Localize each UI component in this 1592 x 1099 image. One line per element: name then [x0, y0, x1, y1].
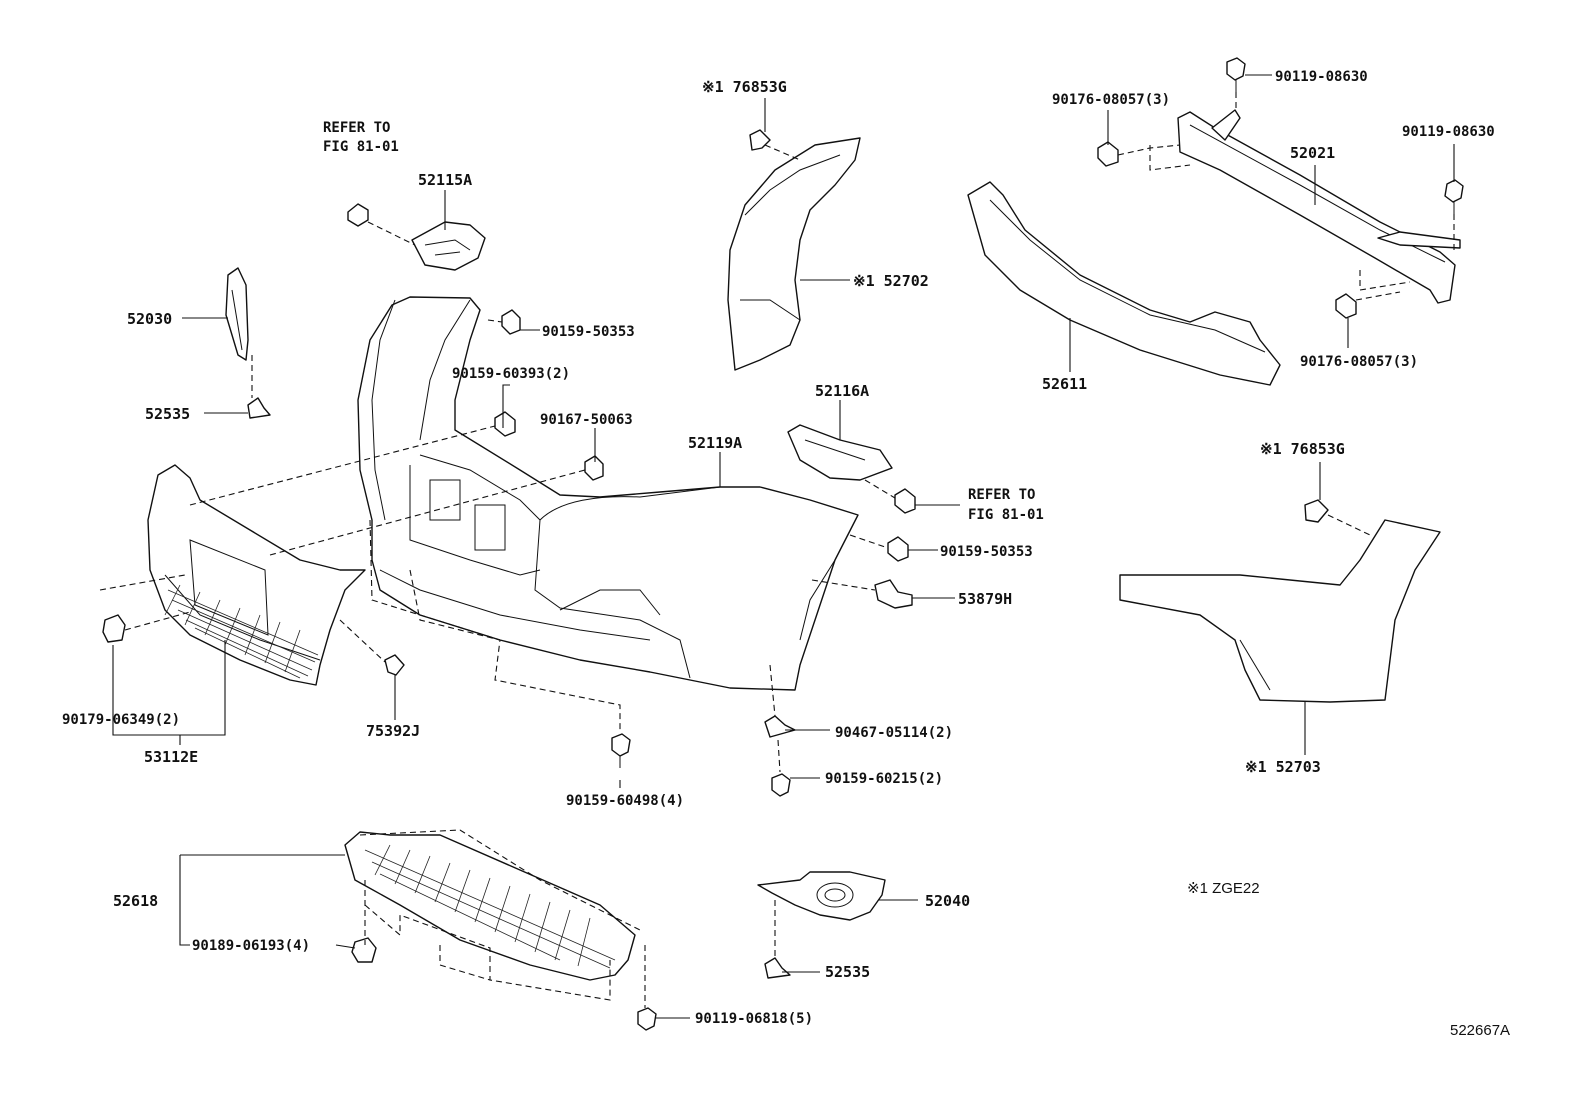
- label-fig-mid: FIG 81-01: [968, 507, 1044, 523]
- label-90159-50353-mid: 90159-50353: [940, 544, 1033, 560]
- label-75392J: 75392J: [366, 722, 420, 740]
- nut-icon: [351, 937, 377, 963]
- label-52702: ※1 52702: [853, 272, 929, 290]
- label-52535-top: 52535: [145, 405, 190, 423]
- front-bumper-cover: [357, 296, 859, 691]
- note-zge22: ※1 ZGE22: [1187, 880, 1260, 897]
- label-fig-top: FIG 81-01: [323, 139, 399, 155]
- bolt-icon: [637, 1007, 657, 1031]
- bolt-icon: [501, 309, 521, 335]
- part-labels: REFER TO FIG 81-01 52115A 52030 52535 90…: [62, 69, 1510, 1039]
- bolt-icon: [1097, 141, 1119, 167]
- label-76853G-top: ※1 76853G: [702, 78, 787, 96]
- bolt-icon: [1335, 293, 1357, 319]
- label-90179-06349: 90179-06349(2): [62, 712, 180, 728]
- bolt-icon: [894, 488, 916, 514]
- label-90467-05114: 90467-05114(2): [835, 725, 953, 741]
- label-refer-to-mid: REFER TO: [968, 487, 1035, 503]
- label-52535-bot: 52535: [825, 963, 870, 981]
- bolt-icon: [771, 773, 791, 797]
- label-90176-08057-bot: 90176-08057(3): [1300, 354, 1418, 370]
- label-90159-60215: 90159-60215(2): [825, 771, 943, 787]
- label-52021: 52021: [1290, 144, 1335, 162]
- label-52030: 52030: [127, 310, 172, 328]
- label-52618: 52618: [113, 892, 158, 910]
- bumper-bracket-52115A: [411, 221, 486, 271]
- bolt-icon: [611, 733, 631, 768]
- lower-bumper-grille: [147, 464, 366, 686]
- label-90119-08630-top: 90119-08630: [1275, 69, 1368, 85]
- label-52040: 52040: [925, 892, 970, 910]
- clip-icon: [1304, 499, 1329, 523]
- engine-under-cover: [344, 831, 636, 981]
- bolt-icon: [1444, 179, 1464, 214]
- label-90167-50063: 90167-50063: [540, 412, 633, 428]
- assembly-lines: [99, 92, 1455, 1008]
- label-90159-60393: 90159-60393(2): [452, 366, 570, 382]
- energy-absorber: [967, 181, 1281, 386]
- nut-icon: [102, 614, 126, 643]
- label-52703: ※1 52703: [1245, 758, 1321, 776]
- bumper-bracket-52116A: [787, 424, 893, 481]
- label-90189-06193: 90189-06193(4): [192, 938, 310, 954]
- label-52611: 52611: [1042, 375, 1087, 393]
- bolt-icon: [1226, 57, 1246, 92]
- leader-lines: [112, 74, 1455, 1019]
- fog-lamp-cover: [757, 871, 886, 921]
- bumper-side-extension: [1119, 519, 1441, 703]
- label-90119-06818: 90119-06818(5): [695, 1011, 813, 1027]
- nut-icon: [874, 579, 913, 609]
- side-grille: [225, 267, 249, 361]
- label-52115A: 52115A: [418, 171, 472, 189]
- label-52119A: 52119A: [688, 434, 742, 452]
- bolt-icon: [584, 455, 604, 481]
- label-52116A: 52116A: [815, 382, 869, 400]
- label-90159-60498: 90159-60498(4): [566, 793, 684, 809]
- clip-icon: [384, 654, 405, 676]
- diagram-id: 522667A: [1450, 1022, 1510, 1039]
- label-53112E: 53112E: [144, 748, 198, 766]
- nut-icon: [764, 715, 796, 738]
- label-76853G-right: ※1 76853G: [1260, 440, 1345, 458]
- fender-liner: [727, 137, 861, 371]
- clip-icon: [764, 957, 791, 979]
- clip-icon: [749, 129, 771, 151]
- label-53879H: 53879H: [958, 590, 1012, 608]
- label-90159-50353-top: 90159-50353: [542, 324, 635, 340]
- label-90176-08057-top: 90176-08057(3): [1052, 92, 1170, 108]
- label-90119-08630-right: 90119-08630: [1402, 124, 1495, 140]
- label-refer-to-top: REFER TO: [323, 120, 390, 136]
- bumper-reinforcement: [1177, 109, 1461, 304]
- bolt-icon: [347, 203, 369, 227]
- clip-icon: [247, 397, 271, 419]
- bolt-icon: [887, 536, 909, 562]
- bolt-icon: [494, 411, 516, 437]
